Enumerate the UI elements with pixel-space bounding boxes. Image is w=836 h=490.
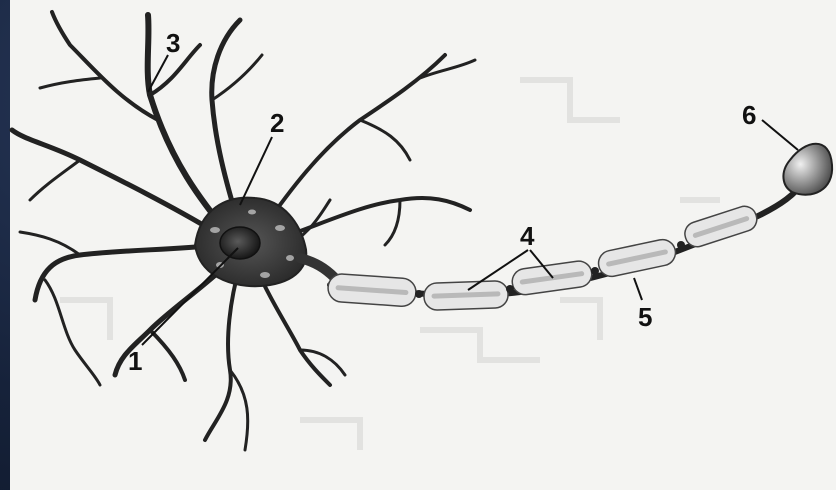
label-myelin-sheath: 4 [520, 221, 535, 251]
label-dendrite: 3 [166, 28, 180, 58]
label-cell-body: 2 [270, 108, 284, 138]
leader-line-6 [762, 120, 798, 150]
axon-hillock [300, 258, 335, 278]
node-of-ranvier [677, 241, 685, 249]
node-of-ranvier [415, 290, 423, 298]
nucleus [220, 227, 260, 259]
leader-line-2 [240, 137, 272, 205]
node-of-ranvier [591, 267, 599, 275]
label-axon-terminal: 6 [742, 100, 756, 130]
cell-body [195, 198, 335, 287]
axon-terminal [783, 144, 832, 195]
label-nucleus: 1 [128, 346, 142, 376]
leader-line-1 [142, 248, 238, 345]
node-of-ranvier [506, 285, 514, 293]
myelin-sheaths [327, 203, 760, 310]
leader-line-5 [634, 278, 642, 300]
label-axon: 5 [638, 302, 652, 332]
